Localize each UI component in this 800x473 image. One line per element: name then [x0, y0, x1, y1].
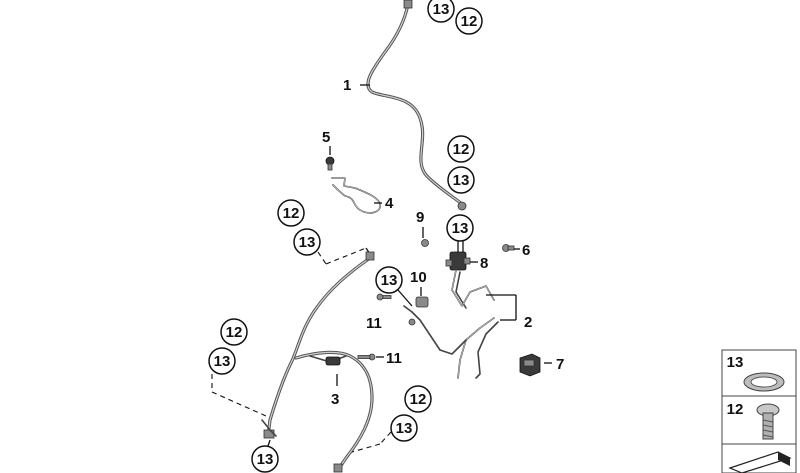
- parallelogram-symbol-icon: [728, 451, 792, 473]
- part-8-distributor[interactable]: [445, 251, 471, 271]
- svg-text:13: 13: [396, 420, 413, 437]
- part-5-screw[interactable]: [325, 156, 335, 171]
- part-4-brake-pipe[interactable]: [331, 177, 381, 214]
- circle-callout-bottom-right-12: 12: [404, 385, 432, 413]
- callout-9: 9: [416, 209, 424, 226]
- circle-callout-bottom-left-13: 13: [251, 445, 279, 473]
- callout-6: 6: [522, 242, 530, 259]
- circle-callout-farleft-13: 13: [208, 347, 236, 375]
- svg-text:13: 13: [214, 353, 231, 370]
- part-11-bolt-upper[interactable]: [376, 293, 392, 301]
- callout-1: 1: [343, 77, 351, 94]
- svg-text:13: 13: [453, 172, 470, 189]
- banjo-bolt-icon: [756, 403, 780, 440]
- svg-text:12: 12: [226, 324, 243, 341]
- callout-8: 8: [480, 255, 488, 272]
- part-7-sensor[interactable]: [519, 353, 541, 377]
- callout-11-lower: 11: [386, 350, 402, 367]
- callout-3: 3: [331, 391, 339, 408]
- callout-10: 10: [410, 269, 427, 286]
- legend-label-12: 12: [727, 401, 744, 418]
- circle-callout-farleft-12: 12: [220, 318, 248, 346]
- circle-callout-mid-12: 12: [447, 135, 475, 163]
- callout-4: 4: [385, 195, 394, 212]
- circle-callout-top-13: 13: [427, 0, 455, 23]
- svg-text:12: 12: [410, 391, 427, 408]
- svg-text:12: 12: [283, 205, 300, 222]
- circle-callout-top-12: 12: [455, 7, 483, 35]
- svg-text:13: 13: [299, 234, 316, 251]
- callout-2: 2: [524, 314, 532, 331]
- part-6-fitting[interactable]: [502, 244, 515, 252]
- washer-icon: [743, 372, 785, 392]
- svg-text:13: 13: [257, 451, 274, 468]
- circle-callout-left-12: 12: [277, 199, 305, 227]
- part-10-pressure-sensor[interactable]: [403, 296, 441, 351]
- circle-callout-left-valve-13: 13: [375, 266, 403, 294]
- part-3-brake-hoses[interactable]: [261, 251, 375, 473]
- callout-7: 7: [556, 356, 564, 373]
- part-11-bolt-lower[interactable]: [357, 353, 376, 361]
- callout-11-upper: 11: [366, 315, 382, 332]
- svg-text:13: 13: [452, 220, 469, 237]
- part-2-brake-pipes[interactable]: [439, 269, 499, 379]
- svg-text:12: 12: [453, 141, 470, 158]
- svg-text:13: 13: [381, 272, 398, 289]
- svg-text:13: 13: [433, 1, 450, 18]
- part-1-brake-hose[interactable]: [366, 0, 467, 211]
- circle-callout-left-13: 13: [293, 228, 321, 256]
- part-9-bolt[interactable]: [421, 239, 429, 247]
- circle-callout-bottom-right-13: 13: [390, 414, 418, 442]
- parts-legend: 13 12: [721, 349, 797, 473]
- legend-label-13: 13: [727, 354, 744, 371]
- svg-text:12: 12: [461, 13, 478, 30]
- circle-callout-mid-13: 13: [447, 166, 475, 194]
- callout-5: 5: [322, 129, 330, 146]
- circle-callout-valve-13: 13: [446, 214, 474, 242]
